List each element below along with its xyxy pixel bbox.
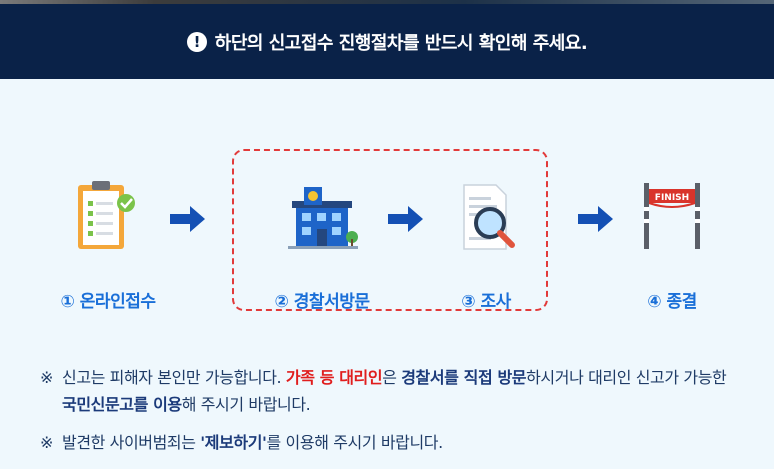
note-mark: ※ xyxy=(40,368,54,387)
modal-header: ! 하단의 신고접수 진행절차를 반드시 확인해 주세요. xyxy=(0,4,774,79)
proxy-emphasis: 가족 등 대리인 xyxy=(285,368,383,387)
police-visit-emphasis: 경찰서를 직접 방문 xyxy=(401,368,527,387)
modal-title: 하단의 신고접수 진행절차를 반드시 확인해 주세요. xyxy=(214,32,588,54)
magnifier-document-icon xyxy=(463,184,515,250)
notice-item: ※ 발견한 사이버범죄는 '제보하기'를 이용해 주시기 바랍니다. xyxy=(40,429,740,456)
notice-text: 발견한 사이버범죄는 '제보하기'를 이용해 주시기 바랍니다. xyxy=(62,433,443,452)
procedure-steps: ① 온라인접수 ② 경찰서방문 xyxy=(0,79,774,339)
step-label: ③ 조사 xyxy=(461,292,511,312)
notice-item: ※ 신고는 피해자 본인만 가능합니다. 가족 등 대리인은 경찰서를 직접 방… xyxy=(40,364,740,418)
finish-banner-text: FINISH xyxy=(655,193,689,203)
notice-list: ※ 신고는 피해자 본인만 가능합니다. 가족 등 대리인은 경찰서를 직접 방… xyxy=(40,364,740,456)
sinmungo-emphasis: 국민신문고를 이용 xyxy=(62,395,182,414)
arrow-right-icon xyxy=(170,206,205,232)
arrow-right-icon xyxy=(578,206,613,232)
clipboard-icon xyxy=(78,181,135,249)
report-procedure-modal: ! 하단의 신고접수 진행절차를 반드시 확인해 주세요. ① 온라인접 xyxy=(0,4,774,469)
note-mark: ※ xyxy=(40,433,54,452)
step-label: ① 온라인접수 xyxy=(60,292,156,312)
finish-line-icon: FINISH xyxy=(644,183,700,249)
notice-text: 신고는 피해자 본인만 가능합니다. 가족 등 대리인은 경찰서를 직접 방문하… xyxy=(62,368,727,414)
police-visit-group xyxy=(232,149,548,311)
alert-icon: ! xyxy=(186,31,207,52)
step-label: ④ 종결 xyxy=(647,292,697,312)
arrow-right-icon xyxy=(388,206,423,232)
police-station-icon xyxy=(288,187,358,249)
step-online-report: ① 온라인접수 xyxy=(28,179,188,312)
step-investigation: ③ 조사 xyxy=(406,179,566,312)
step-label: ② 경찰서방문 xyxy=(274,292,370,312)
step-police-visit: ② 경찰서방문 xyxy=(242,179,402,312)
step-closing: FINISH ④ 종결 xyxy=(592,179,752,312)
tip-off-link-text: '제보하기' xyxy=(200,433,267,452)
